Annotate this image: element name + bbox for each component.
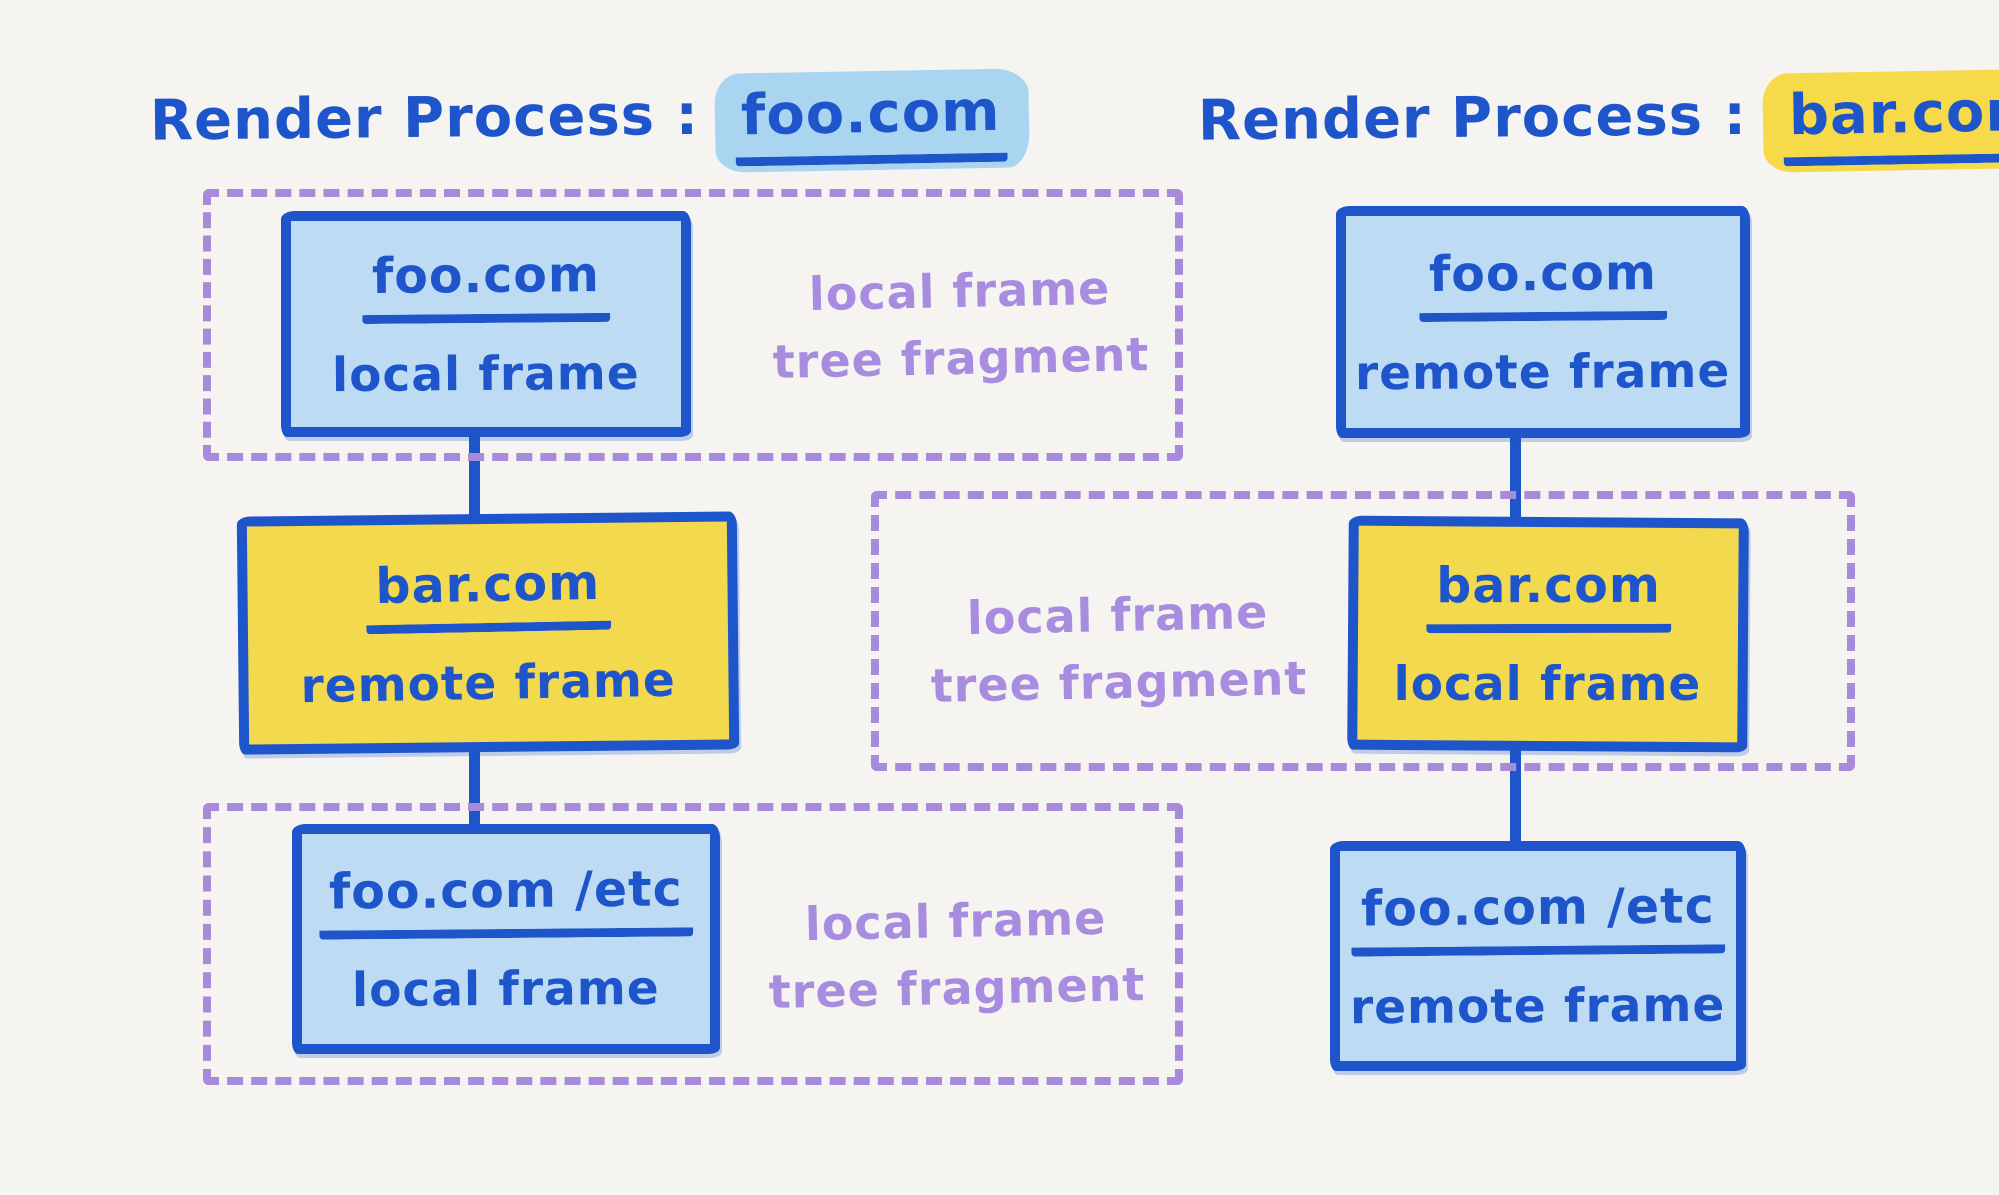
node-foo-remote-frame: foo.com remote frame (1336, 206, 1750, 438)
title-domain-foo: foo.com (734, 78, 1008, 167)
node-frame-type: local frame (351, 960, 661, 1018)
node-frame-type: remote frame (1355, 343, 1731, 401)
node-domain: bar.com (364, 553, 611, 634)
node-domain: foo.com /etc (1350, 876, 1726, 957)
title-prefix: Render Process : (1197, 82, 1748, 154)
render-process-title-bar: Render Process : bar.com (1197, 68, 1999, 177)
node-frame-type: remote frame (1350, 977, 1726, 1035)
fragment-region-left-top (203, 189, 1183, 461)
node-foo-etc-remote-frame: foo.com /etc remote frame (1330, 841, 1746, 1071)
title-domain-highlight-yellow: bar.com (1762, 68, 1999, 173)
node-domain: foo.com (361, 245, 611, 324)
fragment-label-line1: local frame (808, 260, 1111, 322)
node-domain: foo.com (1418, 243, 1668, 322)
fragment-label-line2: tree fragment (772, 326, 1150, 389)
fragment-label-left-top: local frame tree fragment (771, 254, 1150, 395)
node-domain: foo.com /etc (318, 859, 694, 940)
title-domain-highlight-blue: foo.com (714, 68, 1030, 173)
node-foo-local-frame: foo.com local frame (281, 211, 691, 437)
fragment-label-right-middle: local frame tree fragment (929, 578, 1308, 719)
node-foo-etc-local-frame: foo.com /etc local frame (292, 824, 720, 1054)
node-frame-type: local frame (331, 345, 641, 403)
node-bar-remote-frame: bar.com remote frame (236, 511, 740, 755)
tree-connector-left-top (469, 432, 480, 524)
fragment-label-line1: local frame (966, 584, 1269, 646)
node-frame-type: local frame (1393, 656, 1702, 712)
tree-connector-left-bottom (469, 742, 480, 834)
node-domain: bar.com (1425, 556, 1671, 633)
node-frame-type: remote frame (300, 652, 677, 714)
fragment-label-line1: local frame (804, 890, 1107, 952)
title-prefix: Render Process : (149, 82, 700, 154)
title-domain-bar: bar.com (1782, 78, 1999, 167)
fragment-region-right-middle (871, 491, 1855, 771)
fragment-label-left-bottom: local frame tree fragment (767, 884, 1146, 1025)
tree-connector-right-top (1510, 430, 1521, 526)
tree-connector-right-bottom (1510, 742, 1521, 852)
fragment-label-line2: tree fragment (768, 956, 1146, 1019)
fragment-region-left-bottom (203, 803, 1183, 1085)
node-bar-local-frame: bar.com local frame (1347, 515, 1749, 753)
fragment-label-line2: tree fragment (930, 650, 1308, 713)
render-process-title-foo: Render Process : foo.com (149, 68, 1030, 177)
